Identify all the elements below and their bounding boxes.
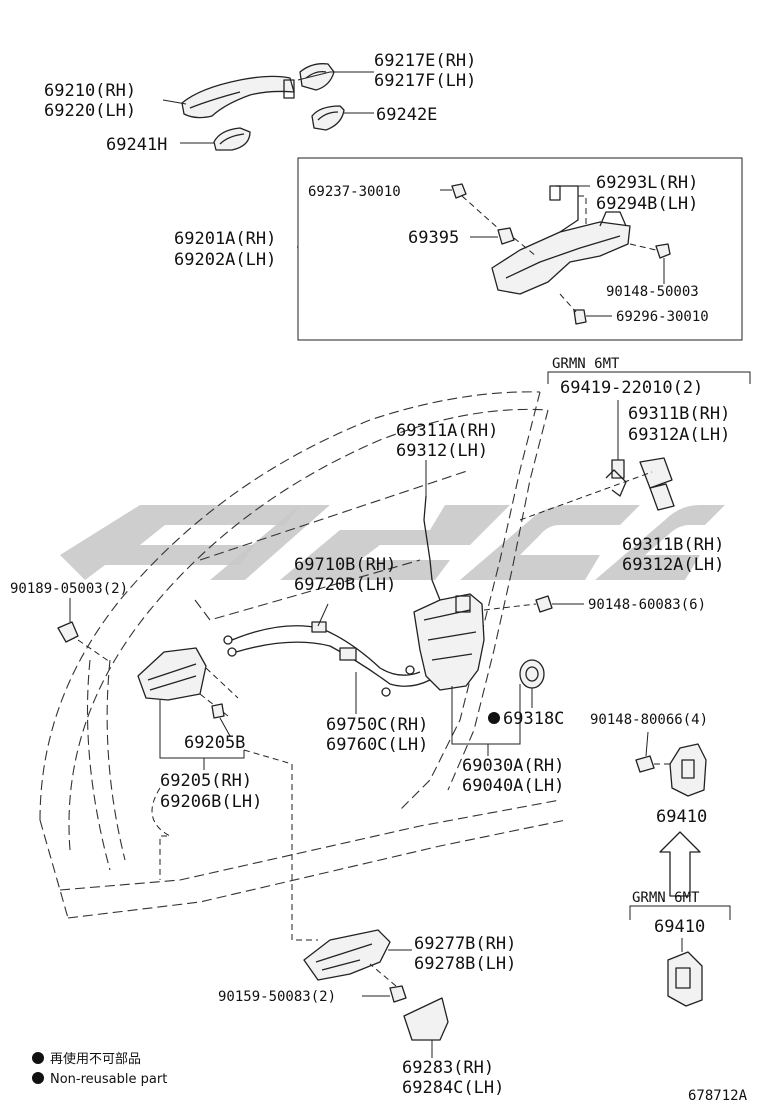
clip-69419-icon: [611, 459, 625, 479]
label-69419: 69419-22010(2): [560, 378, 703, 398]
label-69205b: 69205B: [184, 733, 245, 753]
label-90148-50003: 90148-50003: [606, 284, 699, 300]
outside-handle: [181, 75, 295, 119]
label-69205: 69205(RH): [160, 771, 252, 791]
cap-69283-icon: [403, 997, 449, 1041]
screw-69205b-icon: [211, 703, 225, 719]
striker-69410-grmn-icon: [667, 951, 703, 1007]
door-outline: [39, 391, 567, 919]
label-69201a: 69201A(RH): [174, 229, 276, 249]
legend: 再使用不可部品 Non-reusable part: [32, 1051, 167, 1087]
label-69311b-a: 69311B(RH): [628, 404, 730, 424]
label-69210: 69210(RH): [44, 81, 136, 101]
label-69410-b: 69410: [654, 917, 705, 937]
label-69720b: 69720B(LH): [294, 575, 396, 595]
handle-cover: [299, 63, 335, 91]
lock-rod: [423, 495, 441, 601]
label-69237: 69237-30010: [308, 184, 401, 200]
seal-69318c-icon: [519, 659, 545, 689]
screw-90159-icon: [389, 985, 407, 1003]
screw-90148-80066-icon: [635, 755, 655, 773]
label-69312a-b: 69312A(LH): [622, 555, 724, 575]
label-69311a: 69311A(RH): [396, 421, 498, 441]
label-69710b: 69710B(RH): [294, 555, 396, 575]
legend-bullet-en: [32, 1072, 44, 1084]
inner-handle: [303, 929, 391, 981]
legend-text-en: Non-reusable part: [50, 1072, 167, 1087]
label-69312a-a: 69312A(LH): [628, 425, 730, 445]
label-69395: 69395: [408, 228, 459, 248]
handle-pad-69241: [213, 127, 251, 151]
label-90159: 90159-50083(2): [218, 989, 336, 1005]
label-69410-a: 69410: [656, 807, 707, 827]
screw-90148-50003-icon: [655, 243, 671, 259]
label-69284c: 69284C(LH): [402, 1078, 504, 1098]
label-69206b: 69206B(LH): [160, 792, 262, 812]
clip-90189-icon: [57, 621, 79, 643]
label-69750c: 69750C(RH): [326, 715, 428, 735]
diagram-id: 678712A: [688, 1088, 748, 1104]
cover-69311b-icon: [639, 457, 673, 489]
label-69220: 69220(LH): [44, 101, 136, 121]
nut-69395-icon: [497, 227, 515, 245]
legend-text-jp: 再使用不可部品: [50, 1051, 141, 1067]
label-69277b: 69277B(RH): [414, 934, 516, 954]
non-reusable-bullet: [488, 712, 500, 724]
label-69202a: 69202A(LH): [174, 250, 276, 270]
label-69241h: 69241H: [106, 135, 167, 155]
label-69040a: 69040A(LH): [462, 776, 564, 796]
arrow-up-icon: [659, 831, 701, 897]
inner-bezel: [137, 647, 207, 701]
legend-bullet-jp: [32, 1052, 44, 1064]
label-grmn-top: GRMN 6MT: [552, 356, 620, 372]
screw-69296-icon: [573, 309, 587, 325]
label-69030a: 69030A(RH): [462, 756, 564, 776]
label-69294b: 69294B(LH): [596, 194, 698, 214]
screw-90148-60083-icon: [535, 595, 553, 613]
label-90148-60083: 90148-60083(6): [588, 597, 706, 613]
label-69760c: 69760C(LH): [326, 735, 428, 755]
label-90148-80066: 90148-80066(4): [590, 712, 708, 728]
label-69242e: 69242E: [376, 105, 437, 125]
frame-detail-box: [297, 157, 743, 341]
label-69312: 69312(LH): [396, 441, 488, 461]
screw-69237-icon: [451, 183, 467, 199]
door-lock-assembly: [413, 593, 485, 691]
label-grmn-bottom: GRMN 6MT: [632, 890, 700, 906]
watermark-logo: [60, 505, 725, 580]
label-69217e: 69217E(RH): [374, 51, 476, 71]
lock-cables: [223, 621, 431, 697]
label-69293l: 69293L(RH): [596, 173, 698, 193]
label-90189: 90189-05003(2): [10, 581, 128, 597]
label-69318c: 69318C: [503, 709, 564, 729]
cover-69311b-lower-icon: [649, 483, 675, 511]
label-69278b: 69278B(LH): [414, 954, 516, 974]
handle-frame: [491, 185, 631, 295]
striker-69410-icon: [669, 743, 707, 797]
label-69296: 69296-30010: [616, 309, 709, 325]
label-69217f: 69217F(LH): [374, 71, 476, 91]
label-69311b-b: 69311B(RH): [622, 535, 724, 555]
label-69283: 69283(RH): [402, 1058, 494, 1078]
handle-pad-69242: [311, 105, 345, 131]
